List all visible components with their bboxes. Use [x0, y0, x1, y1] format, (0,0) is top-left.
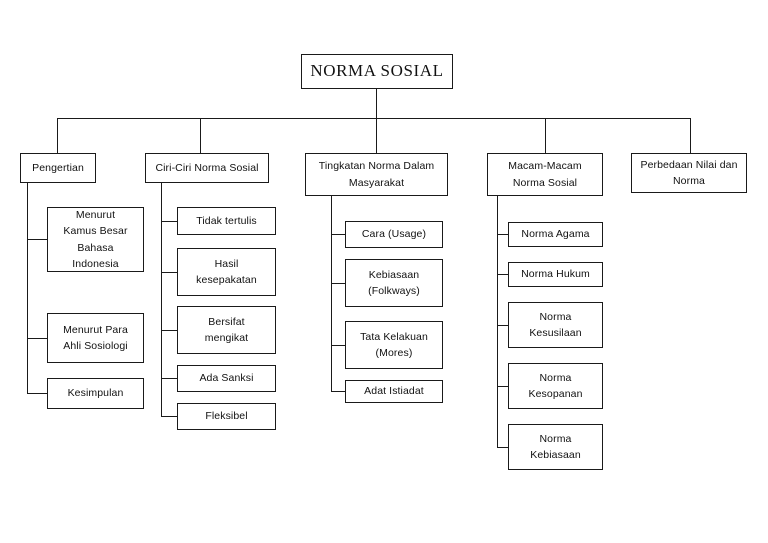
leaf-node-tidak-tertulis-label: Tidak tertulis [196, 214, 257, 227]
leaf-node-menurut-para-ahli-label: Menurut Para Ahli Sosiologi [63, 323, 128, 352]
connector-ciri-ciri-stub-4 [161, 378, 178, 380]
leaf-node-norma-kesusilaan: Norma Kesusilaan [508, 302, 603, 348]
connector-pengertian-stub-1 [27, 239, 48, 241]
leaf-node-tata-kelakuan-mores-label: Tata Kelakuan (Mores) [360, 330, 428, 359]
connector-tingkatan-spine [331, 196, 333, 391]
leaf-node-norma-kesusilaan-label: Norma Kesusilaan [529, 310, 582, 339]
branch-node-pengertian: Pengertian [20, 153, 96, 183]
connector-tingkatan-stub-3 [331, 345, 346, 347]
connector-root-stem [376, 89, 378, 119]
connector-ciri-ciri-stub-1 [161, 221, 178, 223]
connector-bus-to-pengertian [57, 118, 59, 154]
leaf-node-tidak-tertulis: Tidak tertulis [177, 207, 276, 235]
connector-ciri-ciri-stub-3 [161, 330, 178, 332]
branch-node-ciri-ciri-label: Ciri-Ciri Norma Sosial [155, 161, 259, 174]
leaf-node-hasil-kesepakatan-label: Hasil kesepakatan [196, 257, 257, 286]
leaf-node-norma-kebiasaan-label: Norma Kebiasaan [530, 432, 581, 461]
leaf-node-fleksibel: Fleksibel [177, 403, 276, 430]
connector-macam-macam-stub-3 [497, 325, 509, 327]
leaf-node-tata-kelakuan-mores: Tata Kelakuan (Mores) [345, 321, 443, 369]
leaf-node-menurut-kbbi: Menurut Kamus Besar Bahasa Indonesia [47, 207, 144, 272]
leaf-node-cara-usage: Cara (Usage) [345, 221, 443, 248]
root-node-label: NORMA SOSIAL [310, 61, 444, 81]
leaf-node-kebiasaan-folkways: Kebiasaan (Folkways) [345, 259, 443, 307]
connector-pengertian-stub-3 [27, 393, 48, 395]
connector-ciri-ciri-spine [161, 183, 163, 417]
branch-node-macam-macam-label: Macam-Macam Norma Sosial [508, 160, 582, 189]
leaf-node-norma-kesopanan-label: Norma Kesopanan [528, 371, 583, 400]
leaf-node-ada-sanksi-label: Ada Sanksi [199, 372, 254, 385]
leaf-node-cara-usage-label: Cara (Usage) [361, 228, 427, 241]
connector-macam-macam-stub-2 [497, 274, 509, 276]
connector-macam-macam-stub-4 [497, 386, 509, 388]
branch-node-perbedaan-nilai-dan-norma-label: Perbedaan Nilai dan Norma [640, 158, 738, 187]
leaf-node-hasil-kesepakatan: Hasil kesepakatan [177, 248, 276, 296]
connector-bus-to-ciri-ciri [200, 118, 202, 154]
branch-node-tingkatan-label: Tingkatan Norma Dalam Masyarakat [318, 160, 435, 189]
connector-macam-macam-stub-1 [497, 234, 509, 236]
leaf-node-menurut-kbbi-label: Menurut Kamus Besar Bahasa Indonesia [63, 208, 128, 270]
leaf-node-adat-istiadat-label: Adat Istiadat [364, 385, 424, 398]
connector-tingkatan-stub-1 [331, 234, 346, 236]
leaf-node-fleksibel-label: Fleksibel [205, 410, 248, 423]
leaf-node-norma-kebiasaan: Norma Kebiasaan [508, 424, 603, 470]
root-node-norma-sosial: NORMA SOSIAL [301, 54, 453, 89]
leaf-node-adat-istiadat: Adat Istiadat [345, 380, 443, 403]
leaf-node-norma-kesopanan: Norma Kesopanan [508, 363, 603, 409]
connector-tingkatan-stub-4 [331, 391, 346, 393]
connector-macam-macam-stub-5 [497, 447, 509, 449]
leaf-node-bersifat-mengikat-label: Bersifat mengikat [204, 315, 249, 344]
connector-macam-macam-spine [497, 196, 499, 447]
connector-ciri-ciri-stub-5 [161, 416, 178, 418]
leaf-node-ada-sanksi: Ada Sanksi [177, 365, 276, 392]
branch-node-tingkatan: Tingkatan Norma Dalam Masyarakat [305, 153, 448, 196]
leaf-node-bersifat-mengikat: Bersifat mengikat [177, 306, 276, 354]
leaf-node-norma-agama-label: Norma Agama [521, 228, 590, 241]
connector-bus-to-tingkatan [376, 118, 378, 154]
connector-pengertian-spine [27, 183, 29, 394]
connector-bus-to-perbedaan [690, 118, 692, 154]
leaf-node-kebiasaan-folkways-label: Kebiasaan (Folkways) [368, 268, 420, 297]
branch-node-macam-macam: Macam-Macam Norma Sosial [487, 153, 603, 196]
connector-pengertian-stub-2 [27, 338, 48, 340]
connector-bus-to-macam-macam [545, 118, 547, 154]
connector-ciri-ciri-stub-2 [161, 272, 178, 274]
leaf-node-norma-agama: Norma Agama [508, 222, 603, 247]
leaf-node-norma-hukum-label: Norma Hukum [521, 268, 590, 281]
leaf-node-kesimpulan: Kesimpulan [47, 378, 144, 409]
branch-node-pengertian-label: Pengertian [32, 161, 84, 174]
branch-node-ciri-ciri: Ciri-Ciri Norma Sosial [145, 153, 269, 183]
leaf-node-menurut-para-ahli: Menurut Para Ahli Sosiologi [47, 313, 144, 363]
branch-node-perbedaan-nilai-dan-norma: Perbedaan Nilai dan Norma [631, 153, 747, 193]
leaf-node-norma-hukum: Norma Hukum [508, 262, 603, 287]
leaf-node-kesimpulan-label: Kesimpulan [67, 387, 124, 400]
connector-level2-bus [57, 118, 691, 120]
connector-tingkatan-stub-2 [331, 283, 346, 285]
